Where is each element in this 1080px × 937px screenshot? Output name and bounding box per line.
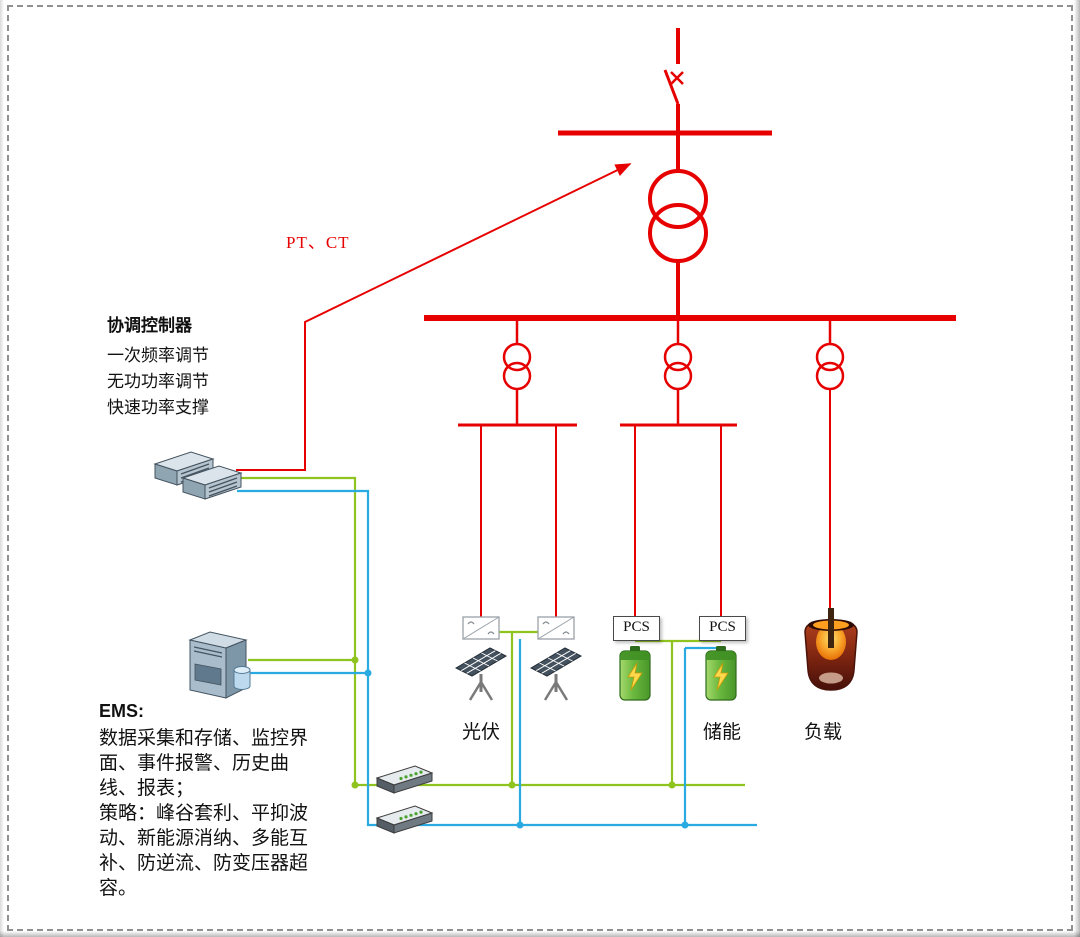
comm-junction-dots-green — [351, 656, 676, 789]
ems-description-line: 数据采集和存储、监控界 — [99, 728, 309, 749]
controller-feature: 无功功率调节 — [107, 372, 209, 391]
pcs-label: PCS — [709, 619, 736, 635]
storage-label: 储能 — [702, 722, 741, 743]
ems-server-icon — [188, 631, 251, 699]
pv-label: 光伏 — [461, 722, 500, 743]
comm-lines-green — [237, 476, 745, 787]
controller-feature: 一次频率调节 — [107, 346, 209, 365]
storage-feeder-transformer-icon — [663, 342, 693, 372]
ems-description-line: 动、新能源消纳、多能互 — [99, 828, 309, 849]
ems-description-line: 容。 — [99, 878, 138, 899]
page-edge-shadow-left — [0, 0, 4, 937]
main-transformer-icon — [648, 169, 708, 263]
ems-title: EMS: — [99, 701, 144, 721]
pt-ct-label: PT、CT — [286, 233, 350, 252]
pcs-label: PCS — [623, 619, 650, 635]
ems-description-line: 策略：峰谷套利、平抑波 — [99, 803, 309, 824]
furnace-load-icon — [804, 608, 858, 691]
junction-dot — [668, 781, 676, 789]
controller-text-block: 协调控制器 一次频率调节 无功功率调节 快速功率支撑 — [107, 313, 209, 421]
electrical-oneline — [424, 28, 956, 617]
load-feeder — [815, 321, 845, 614]
pv-inverter-icon — [537, 616, 575, 640]
page-edge-shadow-right — [1074, 0, 1080, 937]
junction-dot — [351, 656, 359, 664]
load-label: 负载 — [803, 722, 842, 743]
junction-dot — [681, 821, 689, 829]
junction-dot — [508, 781, 516, 789]
ems-description-line: 线、报表； — [99, 778, 195, 799]
junction-dot — [516, 821, 524, 829]
storage-feeder — [620, 321, 737, 616]
pcs-box: PCS — [613, 616, 660, 641]
battery-icon — [619, 646, 651, 701]
solar-panel-icon — [454, 647, 508, 701]
network-switch-icon — [375, 805, 434, 834]
battery-icon — [705, 646, 737, 701]
solar-panel-icon — [529, 647, 583, 701]
load-feeder-transformer-icon — [815, 342, 845, 372]
pt-ct-arrow — [236, 163, 632, 471]
comm-lines-blue — [237, 489, 757, 827]
ems-description-line: 面、事件报警、历史曲 — [99, 753, 290, 774]
junction-dot — [364, 669, 372, 677]
controller-feature: 快速功率支撑 — [107, 398, 209, 417]
pv-inverter-icon — [462, 616, 500, 640]
comm-junction-dots-blue — [364, 669, 689, 829]
pcs-box: PCS — [699, 616, 746, 641]
breaker-icon — [663, 69, 684, 105]
controller-server-icon — [153, 451, 243, 500]
junction-dot — [351, 781, 359, 789]
controller-title: 协调控制器 — [107, 316, 192, 335]
page-edge-shadow-bottom — [0, 931, 1080, 937]
pv-feeder — [458, 321, 577, 617]
ems-description-line: 补、防逆流、防变压器超 — [99, 853, 309, 874]
pv-feeder-transformer-icon — [502, 342, 532, 372]
network-switch-icon — [375, 765, 434, 794]
ems-text-block: EMS: 数据采集和存储、监控界 面、事件报警、历史曲 线、报表； 策略：峰谷套… — [99, 699, 349, 901]
